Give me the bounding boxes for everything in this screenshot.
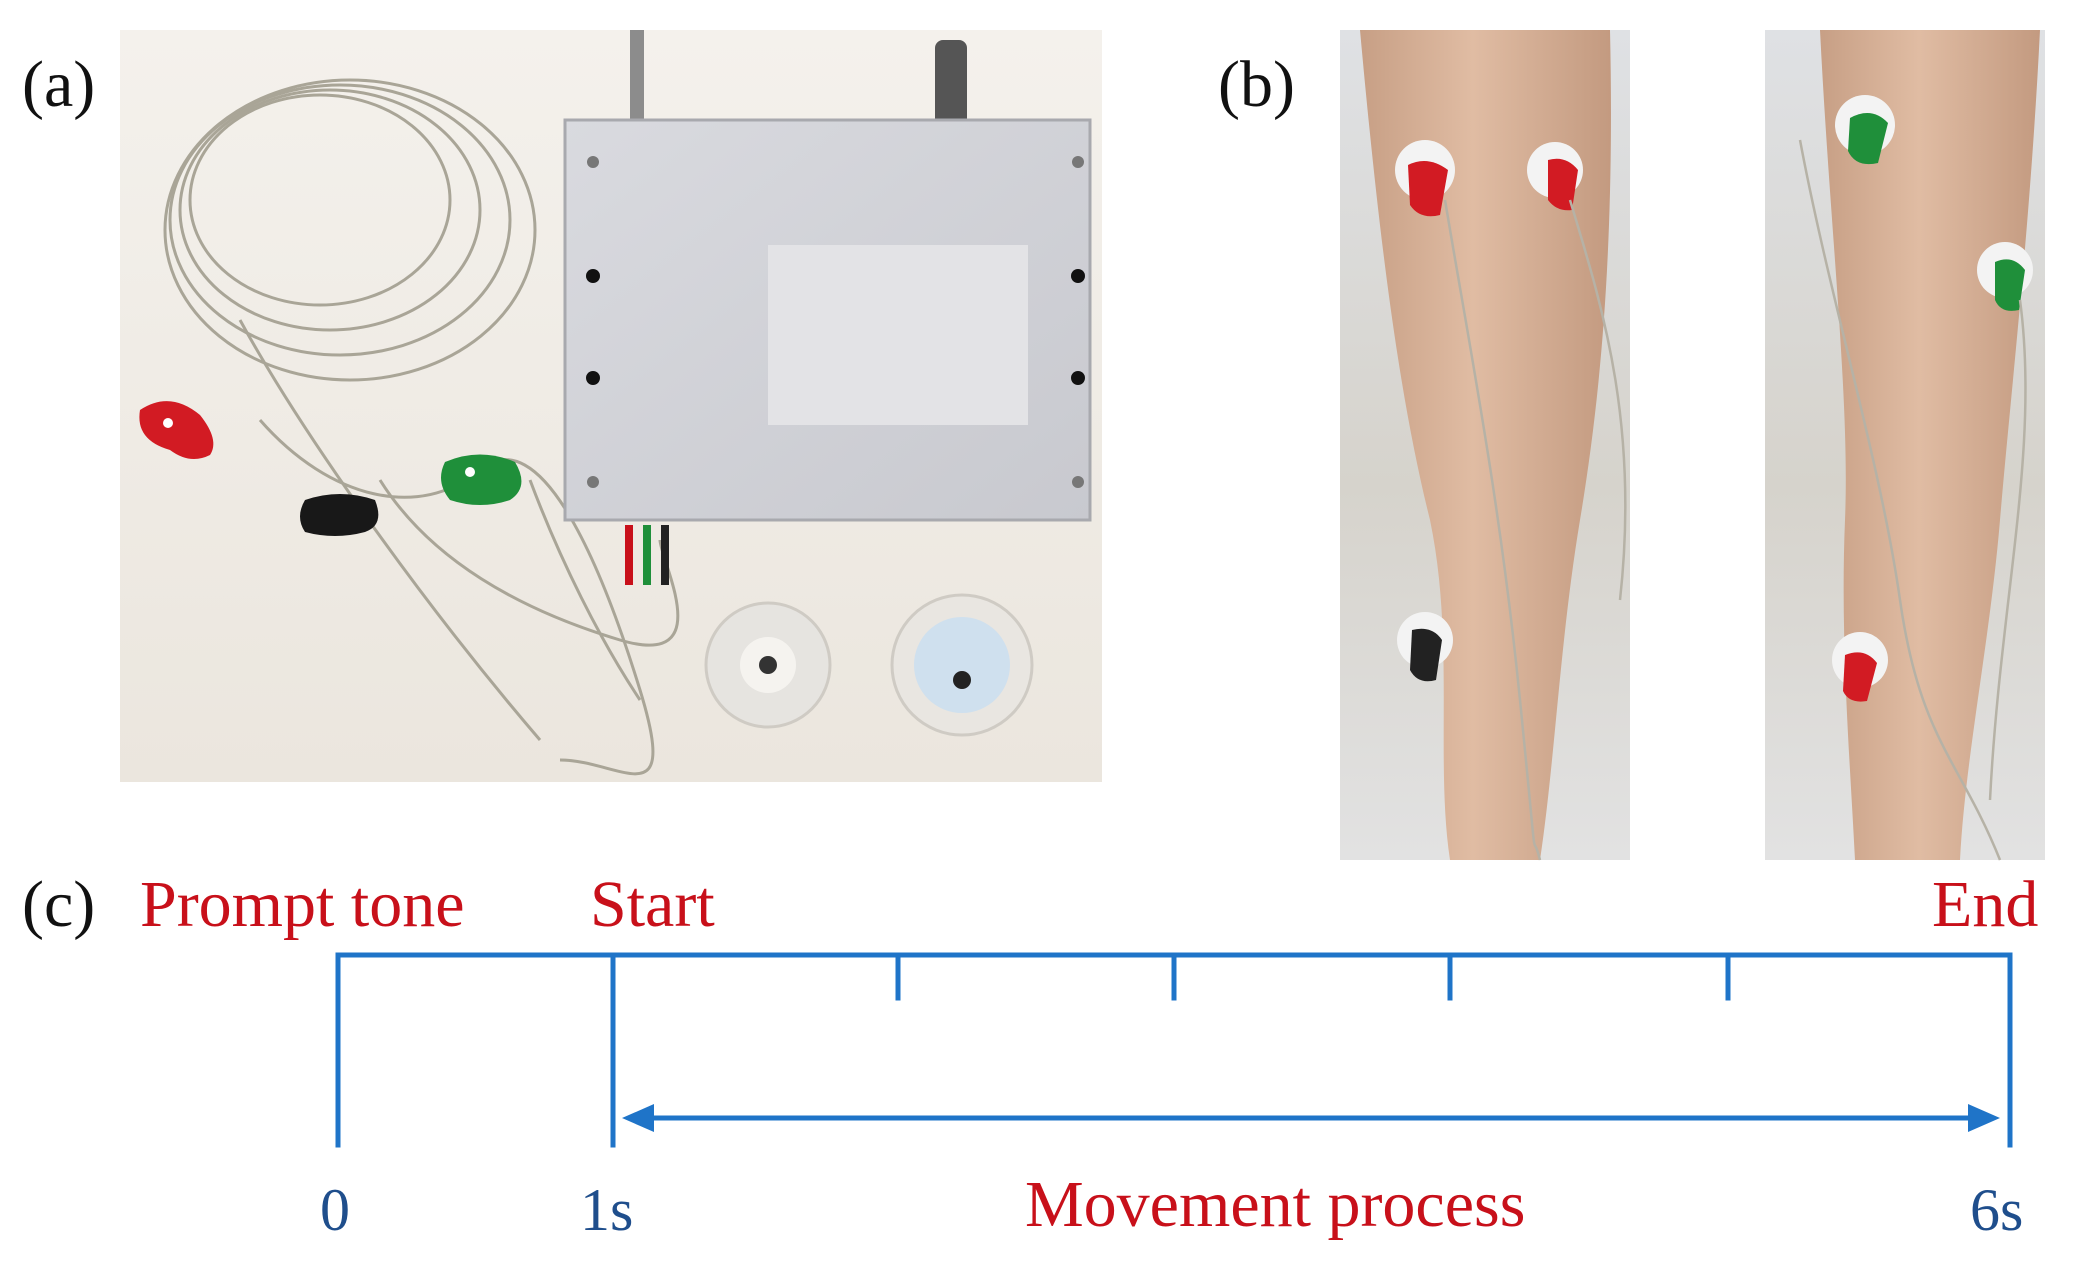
- panel-label-a: (a): [22, 48, 96, 121]
- tick-label-1s: 1s: [580, 1177, 634, 1243]
- arrow-left-head-icon: [622, 1104, 654, 1132]
- tick-label-6s: 6s: [1970, 1177, 2024, 1243]
- black-electrode-icon: [1397, 612, 1453, 682]
- movement-process-label: Movement process: [1025, 1168, 1526, 1241]
- green-clip-icon: [441, 454, 522, 505]
- red-electrode-icon-2: [1527, 142, 1583, 211]
- arrow-right-head-icon: [1968, 1104, 2000, 1132]
- tick-label-0: 0: [320, 1177, 350, 1243]
- prompt-tone-label: Prompt tone: [140, 868, 465, 941]
- black-clip-icon: [300, 494, 379, 536]
- end-label: End: [1932, 868, 2039, 941]
- green-electrode-icon-2: [1977, 242, 2033, 311]
- start-label: Start: [590, 868, 715, 941]
- panel-label-c: (c): [22, 868, 96, 941]
- red-clip-icon: [139, 401, 214, 459]
- green-electrode-icon: [1835, 95, 1895, 165]
- timeline: [335, 952, 2013, 1148]
- panel-label-b: (b): [1218, 48, 1295, 121]
- red-electrode-icon-3: [1832, 632, 1888, 702]
- red-electrode-icon: [1395, 140, 1455, 217]
